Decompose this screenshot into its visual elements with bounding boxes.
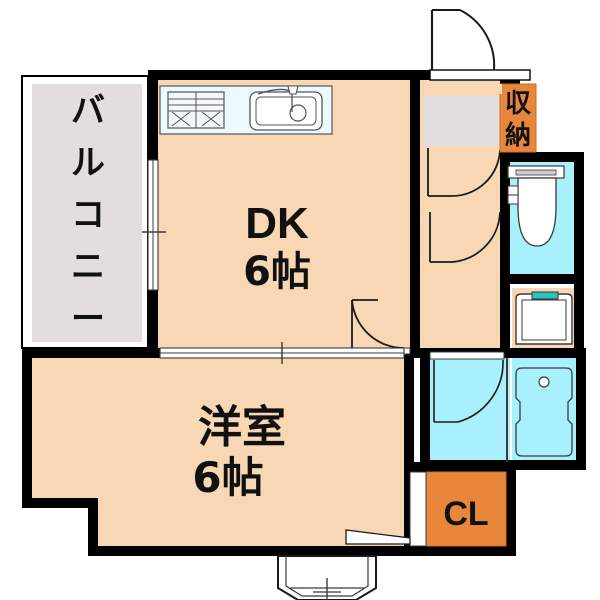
gas-stove-icon xyxy=(167,91,225,129)
balcony-label-char-2: コ xyxy=(71,195,105,235)
genkan-tile xyxy=(424,96,512,148)
balcony-floor xyxy=(32,84,142,342)
toilet-door[interactable] xyxy=(429,211,501,263)
closet-cl: CL xyxy=(345,471,507,547)
entrance-door-swing-arc xyxy=(459,9,496,71)
bedroom-name: 洋室 xyxy=(198,402,286,453)
dk-room-label: DK 6帖 xyxy=(243,199,311,295)
bedroom-room-label: 洋室 6帖 xyxy=(192,402,286,502)
balcony-label-char-1: ル xyxy=(71,143,105,183)
entry-inner-door-threshold xyxy=(424,146,500,152)
storage-closet-label: 収 納 xyxy=(486,83,537,153)
kitchen-sink-icon xyxy=(249,85,323,131)
storage-label-char-1: 納 xyxy=(505,120,531,151)
dk-bedroom-sliding-door[interactable] xyxy=(159,342,405,364)
storage-closet-opening xyxy=(486,84,502,94)
balcony-label-char-3: ニ xyxy=(71,247,105,287)
entrance-door[interactable] xyxy=(429,9,531,81)
bay-window-icon xyxy=(277,555,377,600)
bathtub-icon xyxy=(515,367,573,457)
cl-label: CL xyxy=(443,495,488,533)
washing-machine-inner xyxy=(521,299,567,341)
bathtub-outline xyxy=(515,367,573,457)
toilet-seat xyxy=(517,177,557,247)
balcony-label-char-4: ー xyxy=(71,299,105,339)
balcony-label-char-0: バ xyxy=(71,91,105,131)
cl-badge xyxy=(425,471,507,547)
storage-closet-badge xyxy=(499,83,537,153)
cl-folding-door-indicator[interactable] xyxy=(345,529,411,545)
entry-inner-door-swing-arc xyxy=(451,149,501,197)
cl-door-panel xyxy=(409,471,427,547)
toilet-tank-lid xyxy=(515,169,557,176)
washroom-door[interactable] xyxy=(429,351,505,423)
balcony-sliding-door[interactable] xyxy=(142,159,166,291)
entry-inner-door[interactable] xyxy=(424,146,501,197)
bathtub-drain xyxy=(538,376,550,388)
bedroom-floor xyxy=(30,355,410,548)
washing-machine-pan-icon xyxy=(515,291,573,345)
room-balcony: バ ル コ ニ ー xyxy=(21,75,149,349)
storage-label-char-0: 収 xyxy=(505,89,532,119)
dk-name: DK xyxy=(245,199,309,248)
washroom-door-threshold xyxy=(429,351,505,360)
bedroom-size: 6帖 xyxy=(192,453,263,502)
washing-machine-faucet xyxy=(531,291,559,300)
dk-size: 6帖 xyxy=(243,249,311,295)
toilet-door-swing-arc xyxy=(451,211,501,263)
entrance-door-threshold xyxy=(429,69,531,81)
washroom-door-swing-arc xyxy=(457,359,504,423)
washroom-floor xyxy=(428,358,510,466)
toilet-bowl-icon xyxy=(507,165,565,247)
dk-hall-door-swing-arc xyxy=(351,299,405,349)
kitchen-counter xyxy=(159,85,333,135)
